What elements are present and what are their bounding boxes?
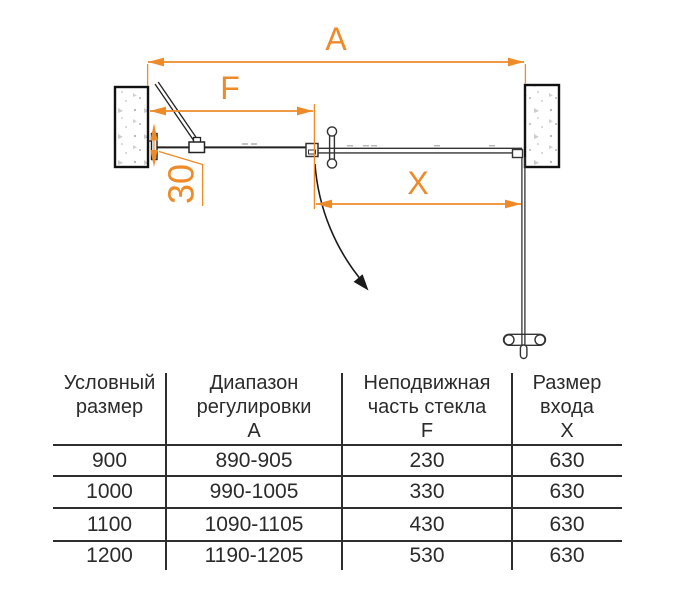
cell: 630 — [549, 544, 585, 567]
header-line: часть стекла — [367, 396, 487, 418]
table-row: 1100 1090-1105 430 630 — [53, 509, 622, 540]
dim-x: X — [316, 165, 521, 209]
dim-label-a: A — [325, 21, 347, 57]
header-line: размер — [75, 396, 144, 418]
left-wall — [113, 85, 150, 169]
header-line: X — [560, 420, 574, 442]
door-closed — [305, 126, 524, 169]
cell: 630 — [549, 512, 585, 536]
cell: 1000 — [86, 480, 133, 503]
cell: 890-905 — [215, 448, 293, 472]
row-divider — [53, 540, 622, 542]
cell: 1090-1105 — [204, 512, 304, 536]
installation-diagram: A F X 30 — [113, 21, 561, 360]
swing-arc — [314, 163, 366, 285]
column-divider — [165, 373, 167, 570]
header-line: Размер — [532, 372, 602, 394]
table-row: 1000 990-1005 330 630 — [53, 477, 622, 507]
header-line: регулировки — [196, 396, 312, 418]
header-cell-entry-size: Размер входа X — [512, 369, 622, 444]
header-cell-fixed-glass: Неподвижная часть стекла F — [342, 369, 512, 444]
cell: 1100 — [86, 512, 133, 536]
cell: 230 — [409, 448, 445, 472]
row-divider — [53, 444, 622, 446]
header-cell-nominal-size: Условный размер — [53, 369, 166, 444]
header-line: F — [420, 420, 434, 442]
column-divider — [511, 373, 513, 570]
cell: 430 — [409, 512, 445, 536]
dim-label-x: X — [407, 165, 428, 201]
header-line: Условный — [63, 372, 156, 394]
header-line: входа — [540, 396, 594, 418]
header-cell-adjustment-range: Диапазон регулировки А — [166, 369, 342, 444]
table-row: 900 890-905 230 630 — [53, 446, 622, 475]
header-line: Диапазон — [209, 372, 299, 394]
table-header: Условный размер Диапазон регулировки А Н… — [53, 369, 622, 444]
cell: 1190-1205 — [204, 544, 304, 567]
row-divider — [53, 475, 622, 477]
support-bracket — [188, 141, 206, 154]
dim-label-30: 30 — [161, 164, 202, 204]
header-line: Неподвижная — [363, 372, 491, 394]
spec-table: Условный размер Диапазон регулировки А Н… — [53, 369, 622, 570]
right-wall — [523, 83, 561, 169]
dim-f: F — [150, 70, 316, 209]
walls — [113, 83, 561, 169]
row-divider — [53, 507, 622, 509]
door-edge-cap — [519, 344, 528, 360]
column-divider — [341, 373, 343, 570]
cell: 530 — [409, 544, 445, 567]
swing-arrowhead-icon — [353, 274, 369, 291]
dim-30: 30 — [150, 123, 204, 206]
header-line: А — [247, 420, 261, 442]
door-open — [502, 157, 547, 360]
cell: 900 — [91, 448, 128, 472]
dimensions: A F X 30 — [146, 21, 527, 209]
wall-clamp — [511, 148, 524, 159]
cell: 990-1005 — [209, 480, 299, 503]
door-handle-closed — [326, 126, 338, 169]
cell: 630 — [549, 480, 585, 503]
support-bar — [154, 83, 195, 142]
cell: 1200 — [86, 544, 133, 567]
table-row: 1200 1190-1205 530 630 — [53, 542, 622, 570]
cell: 630 — [549, 448, 585, 472]
dim-label-f: F — [220, 70, 240, 106]
dim-a: A — [146, 21, 527, 86]
cell: 330 — [409, 480, 445, 503]
